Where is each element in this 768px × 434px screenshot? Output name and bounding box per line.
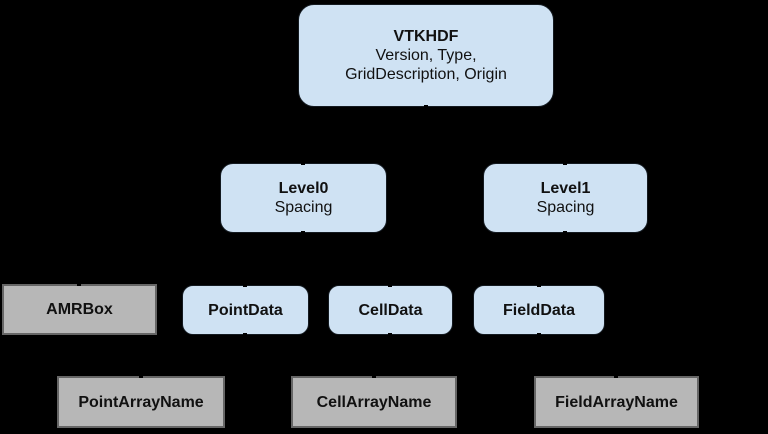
node-level1-attribute: Spacing	[536, 199, 595, 216]
node-pointdata: PointData	[182, 285, 309, 335]
node-vtkhdf: VTKHDF Version, Type, GridDescription, O…	[298, 4, 554, 107]
node-level0-title: Level0	[278, 180, 329, 197]
node-pointdata-title: PointData	[208, 301, 283, 319]
node-vtkhdf-attributes-line1: Version, Type,	[375, 47, 477, 64]
node-cellarrayname: CellArrayName	[291, 376, 457, 428]
node-level1: Level1 Spacing	[483, 163, 648, 233]
node-fielddata: FieldData	[473, 285, 605, 335]
connector-stub	[537, 283, 541, 287]
node-level1-title: Level1	[540, 180, 591, 197]
node-fielddata-title: FieldData	[502, 301, 575, 319]
connector-stub	[301, 161, 305, 165]
node-pointarrayname-title: PointArrayName	[78, 393, 204, 411]
connector-stub	[424, 105, 428, 109]
connector-stub	[243, 283, 247, 287]
connector-stub	[388, 283, 392, 287]
node-fieldarrayname-title: FieldArrayName	[555, 393, 678, 411]
connector-stub	[388, 333, 392, 337]
connector-stub	[614, 374, 618, 378]
connector-stub	[537, 333, 541, 337]
connector-stub	[301, 231, 305, 235]
node-vtkhdf-title: VTKHDF	[393, 28, 459, 45]
node-vtkhdf-attributes-line2: GridDescription, Origin	[345, 66, 507, 83]
node-level0-attribute: Spacing	[274, 199, 333, 216]
node-amrbox-title: AMRBox	[46, 301, 113, 318]
connector-stub	[243, 333, 247, 337]
node-pointarrayname: PointArrayName	[57, 376, 225, 428]
connector-stub	[139, 374, 143, 378]
node-cellarrayname-title: CellArrayName	[316, 393, 432, 411]
connector-stub	[563, 231, 567, 235]
connector-stub	[563, 161, 567, 165]
node-amrbox: AMRBox	[2, 284, 157, 335]
connector-stub	[372, 374, 376, 378]
node-celldata-title: CellData	[358, 301, 423, 319]
node-level0: Level0 Spacing	[220, 163, 387, 233]
connector-stub	[77, 282, 81, 286]
node-fieldarrayname: FieldArrayName	[534, 376, 699, 428]
node-celldata: CellData	[328, 285, 453, 335]
